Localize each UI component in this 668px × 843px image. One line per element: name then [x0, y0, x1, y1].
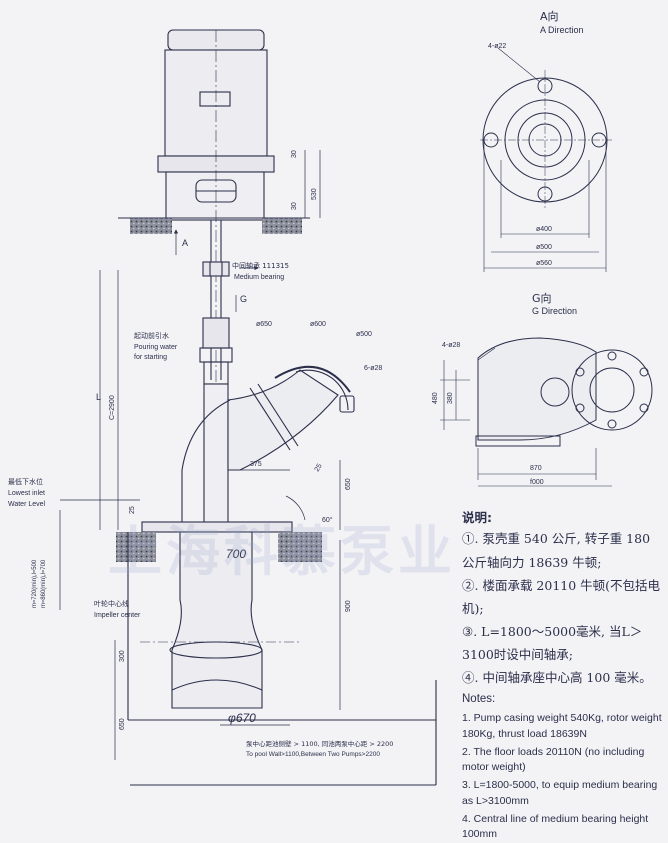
note-en-3: 3. L=1800-5000, to equip medium bearing … [462, 779, 658, 807]
medium-bearing-en: Medium bearing [234, 274, 284, 281]
a-phi500: ø500 [536, 244, 552, 251]
note-cn-1: ①. 泵壳重 540 公斤, 转子重 180 公斤轴向力 18639 牛顿; [462, 531, 651, 570]
dim-m-l-2: m≈860(min),l≈700 [41, 559, 47, 608]
pump-elevation [116, 29, 437, 786]
dim-L: L [96, 392, 101, 402]
a-bolt-hole-top [537, 78, 553, 94]
dim-650b: 650 [119, 718, 126, 730]
g-view-cn: G向 [532, 291, 552, 305]
watermark: 上海科慕泵业 [108, 520, 456, 583]
notes-title-en: Notes: [462, 693, 496, 706]
medium-bearing [202, 261, 230, 277]
lowest-inlet-en2: Water Level [8, 501, 46, 508]
notes-panel: 说明: ①. 泵壳重 540 公斤, 转子重 180 公斤轴向力 18639 牛… [462, 508, 662, 843]
impeller-cn: 叶轮中心线 [94, 599, 129, 608]
dim-phi600: ø600 [310, 321, 326, 328]
a-view-cn: A向 [540, 9, 559, 23]
dimension-lines [59, 150, 341, 760]
motor-nameplate [199, 91, 231, 107]
pouring-en1: Pouring water [134, 344, 178, 351]
lowest-inlet-en1: Lowest inlet [8, 490, 45, 497]
g-bore [540, 377, 570, 407]
discharge-flange [274, 365, 351, 393]
note-en-4: 4. Central line of medium bearing height… [462, 812, 649, 841]
a-4phi22: 4-ø22 [488, 43, 506, 50]
main-labels: 30 30 530 A 中间轴承 111315 Medium bearing G… [8, 150, 393, 758]
note-cn-3: ③. L=1800～5000毫米, 当L＞3100时设中间轴承; [462, 623, 643, 662]
a-phi400: ø400 [536, 226, 552, 233]
g-1000: f000 [530, 479, 544, 486]
motor-stand [165, 171, 265, 221]
floor-slab-left [130, 218, 172, 234]
packing-box [202, 317, 230, 349]
g-380: 380 [447, 392, 454, 404]
dim-phi500: ø500 [356, 331, 372, 338]
dim-25: 25 [129, 506, 136, 514]
handwritten-670: φ670 [228, 711, 256, 725]
g-flange [571, 349, 653, 431]
handwritten-700: 700 [226, 547, 246, 561]
note-en-1: 1. Pump casing weight 540Kg, rotor weigh… [462, 712, 662, 740]
note-cn-2: ②. 楼面承载 20110 牛顿(不包括电机); [462, 577, 661, 616]
dim-30b: 30 [291, 202, 298, 210]
dim-375: 375 [250, 461, 262, 468]
dim-900: 900 [345, 600, 352, 612]
dim-300: 300 [119, 650, 126, 662]
arrow-a-label: A [182, 238, 188, 248]
floor-hatch-r2 [278, 532, 322, 562]
dim-530: 530 [311, 188, 318, 200]
dim-30a: 30 [291, 150, 298, 158]
g-foot [475, 435, 561, 447]
floor-slab-right [262, 218, 302, 234]
g-direction-labels: G向 G Direction 4-ø28 480 380 870 f000 [432, 291, 577, 486]
g-view-en: G Direction [532, 306, 577, 316]
dim-650: 650 [345, 478, 352, 490]
engineering-drawing: 30 30 530 A 中间轴承 111315 Medium bearing G… [8, 9, 653, 786]
dim-25b: 25 [314, 463, 324, 473]
a-direction-labels: A向 A Direction 4-ø22 ø400 ø500 ø560 [488, 9, 584, 267]
bottom-note-cn: 泵中心距池侧壁 > 1100, 同池两泵中心距 > 2200 [246, 739, 393, 748]
dim-60deg: 60° [322, 516, 333, 524]
g-direction-view [440, 337, 653, 487]
suction-column [171, 531, 263, 709]
notes-title-cn: 说明: [462, 510, 492, 525]
g-elbow-body [477, 337, 597, 441]
medium-bearing-cn: 中间轴承 111315 [232, 261, 289, 270]
pouring-en2: for starting [134, 354, 167, 361]
lowest-inlet-cn: 最低下水位 [8, 477, 43, 486]
drawing-sheet: 30 30 530 A 中间轴承 111315 Medium bearing G… [8, 9, 662, 840]
g-870: 870 [530, 465, 542, 472]
arrow-g-label: G [240, 294, 247, 304]
dim-phi650: ø650 [256, 321, 272, 328]
g-4phi28: 4-ø28 [442, 342, 460, 349]
floor-hatch-l2 [116, 532, 156, 562]
column-pipe [203, 383, 229, 525]
dim-C2900: C=2900 [109, 395, 116, 420]
dim-m-l: m≈720(min),l≈500 [32, 559, 38, 608]
a-view-en: A Direction [540, 25, 584, 35]
discharge-elbow [227, 369, 339, 471]
note-cn-4: ④. 中间轴承座中心高 100 毫米。 [462, 670, 652, 686]
a-phi560: ø560 [536, 260, 552, 267]
pouring-cn: 起动前引水 [134, 331, 169, 340]
dim-6phi28: 6-ø28 [364, 365, 382, 372]
bottom-note-en: To pool Wall>1100,Between Two Pumps>2200 [246, 751, 380, 758]
note-en-2: 2. The floor loads 20110N (no including … [462, 745, 645, 774]
a-direction-view [480, 47, 612, 272]
impeller-en: Impeller center [94, 612, 141, 619]
g-480: 480 [432, 392, 439, 404]
